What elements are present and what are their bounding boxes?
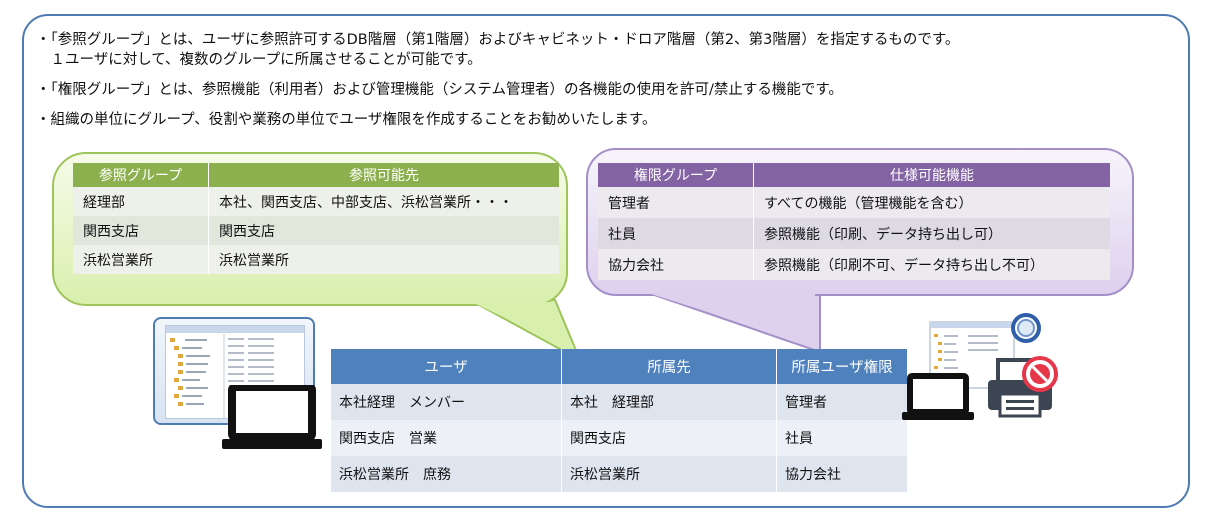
reference-group-table: 参照グループ 参照可能先 経理部 本社、関西支店、中部支店、浜松営業所・・・ 関… [73,163,559,274]
table-row: 浜松営業所 浜松営業所 [73,245,559,274]
table-row: 関西支店 関西支店 [73,216,559,245]
laptop-icon [902,373,974,420]
permission-group-table: 権限グループ 仕様可能機能 管理者 すべての機能（管理機能を含む） 社員 参照機… [598,163,1110,280]
ref-header-target: 参照可能先 [208,163,559,187]
bullet-reference-group-note: １ユーザに対して、複数のグループに所属させることが可能です。 [36,52,482,68]
bullet-permission-group: ・「権限グループ」とは、参照機能（利用者）および管理機能（システム管理者）の各機… [36,82,843,98]
ref-cell: 浜松営業所 [73,245,209,274]
perm-cell: 参照機能（印刷、データ持ち出し可） [753,218,1110,249]
user-cell: 本社経理 メンバー [331,384,562,420]
user-cell: 関西支店 [561,420,777,456]
user-cell: 管理者 [776,384,907,420]
user-header-permission: 所属ユーザ権限 [776,349,907,384]
table-row: 本社経理 メンバー 本社 経理部 管理者 [331,384,907,420]
perm-cell: すべての機能（管理機能を含む） [753,187,1110,218]
user-cell: 浜松営業所 庶務 [331,456,562,492]
magnifier-icon [1011,313,1041,343]
user-header-affiliation: 所属先 [561,349,777,384]
user-cell: 関西支店 営業 [331,420,562,456]
table-row: 経理部 本社、関西支店、中部支店、浜松営業所・・・ [73,187,559,216]
laptop-icon [222,385,322,449]
perm-header-group: 権限グループ [598,163,754,187]
perm-cell: 管理者 [598,187,754,218]
user-cell: 協力会社 [776,456,907,492]
table-row: 浜松営業所 庶務 浜松営業所 協力会社 [331,456,907,492]
table-row: 協力会社 参照機能（印刷不可、データ持ち出し不可） [598,249,1110,280]
user-cell: 社員 [776,420,907,456]
table-row: 関西支店 営業 関西支店 社員 [331,420,907,456]
bullet-recommendation: ・組織の単位にグループ、役割や業務の単位でユーザ権限を作成することをお勧めいたし… [36,112,657,128]
perm-cell: 参照機能（印刷不可、データ持ち出し不可） [753,249,1110,280]
ref-cell: 本社、関西支店、中部支店、浜松営業所・・・ [208,187,559,216]
table-row: 社員 参照機能（印刷、データ持ち出し可） [598,218,1110,249]
user-header-user: ユーザ [331,349,562,384]
right-illustration [902,313,1058,420]
perm-cell: 協力会社 [598,249,754,280]
purple-callout-tail [639,289,821,354]
ref-cell: 関西支店 [208,216,559,245]
ref-cell: 経理部 [73,187,209,216]
file-tree-thumbnail [166,326,304,418]
ref-cell: 関西支店 [73,216,209,245]
perm-header-function: 仕様可能機能 [753,163,1110,187]
outer-frame [22,14,1190,508]
user-cell: 浜松営業所 [561,456,777,492]
description-text: ・「参照グループ」とは、ユーザに参照許可するDB階層（第1階層）およびキャビネッ… [36,30,959,130]
table-row: 管理者 すべての機能（管理機能を含む） [598,187,1110,218]
user-cell: 本社 経理部 [561,384,777,420]
ref-header-group: 参照グループ [73,163,209,187]
prohibited-icon [1022,356,1058,392]
ref-cell: 浜松営業所 [208,245,559,274]
perm-cell: 社員 [598,218,754,249]
user-assignment-table: ユーザ 所属先 所属ユーザ権限 本社経理 メンバー 本社 経理部 管理者 関西支… [331,349,907,492]
bullet-reference-group: ・「参照グループ」とは、ユーザに参照許可するDB階層（第1階層）およびキャビネッ… [36,32,960,48]
